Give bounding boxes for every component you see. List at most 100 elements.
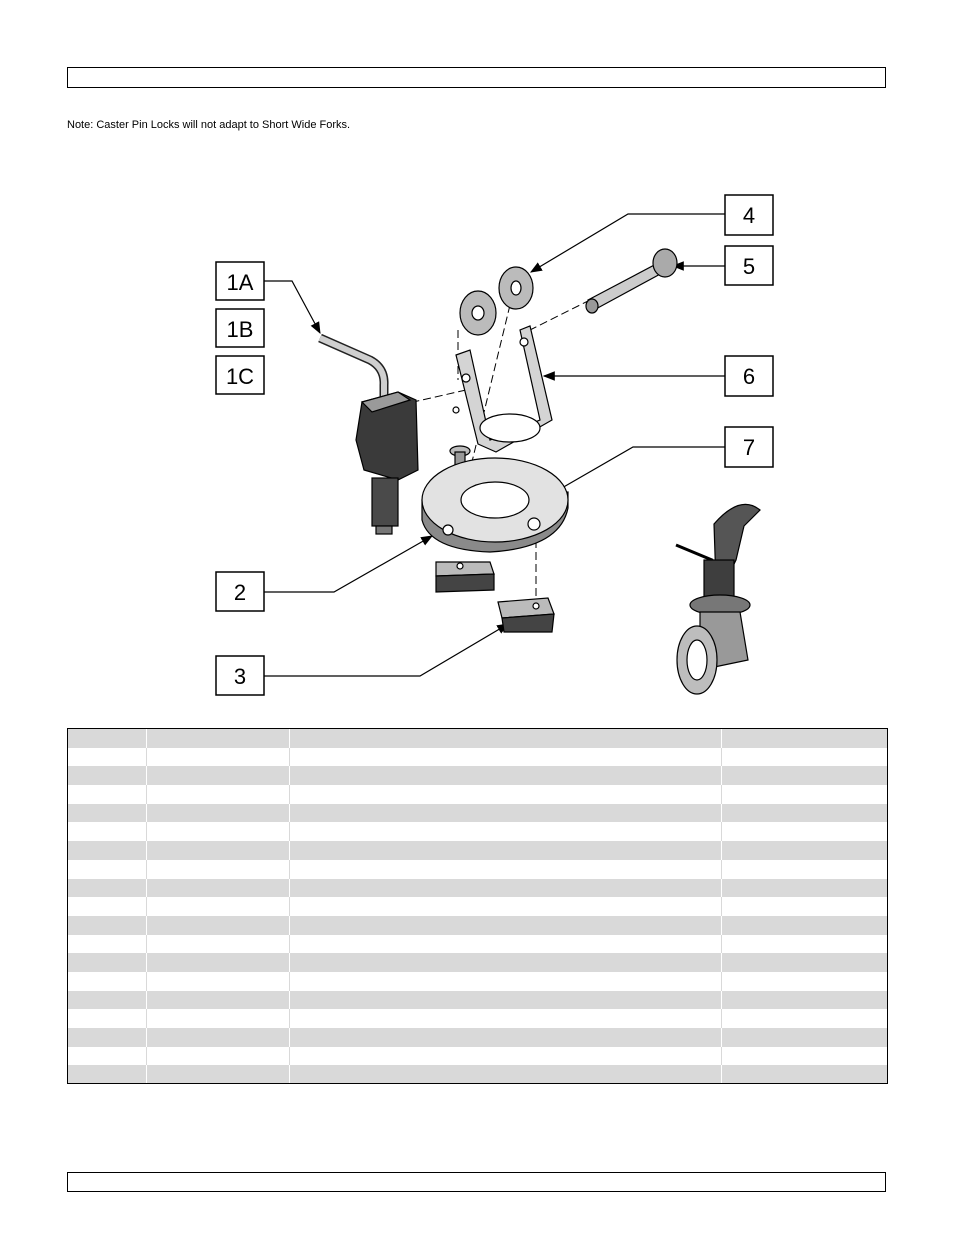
table-cell bbox=[68, 953, 146, 972]
table-row bbox=[68, 729, 887, 748]
table-cell bbox=[145, 785, 289, 804]
callout-1B: 1B bbox=[215, 308, 265, 348]
table-row bbox=[68, 747, 887, 767]
table-cell bbox=[68, 915, 146, 935]
table-cell bbox=[720, 897, 887, 916]
table-cell bbox=[68, 878, 146, 898]
assembled-caster-illustration bbox=[675, 503, 761, 695]
table-cell bbox=[288, 841, 721, 860]
table-cell bbox=[288, 785, 721, 804]
callout-label: 3 bbox=[234, 664, 246, 689]
table-row bbox=[68, 803, 887, 823]
callout-label: 1C bbox=[226, 364, 254, 389]
table-cell bbox=[288, 934, 721, 954]
mounting-bracket-part bbox=[452, 325, 553, 453]
table-cell bbox=[288, 729, 721, 748]
table-cell bbox=[145, 822, 289, 842]
table-cell bbox=[288, 1009, 721, 1028]
table-cell bbox=[68, 841, 146, 860]
table-row bbox=[68, 859, 887, 879]
table-row bbox=[68, 915, 887, 935]
table-cell bbox=[145, 934, 289, 954]
callout-label: 4 bbox=[743, 203, 755, 228]
callout-label: 5 bbox=[743, 254, 755, 279]
table-cell bbox=[145, 841, 289, 860]
table-cell bbox=[145, 747, 289, 767]
table-cell bbox=[68, 747, 146, 767]
table-cell bbox=[288, 1028, 721, 1047]
table-cell bbox=[145, 1009, 289, 1028]
table-cell bbox=[288, 878, 721, 898]
table-cell bbox=[720, 747, 887, 767]
table-cell bbox=[288, 859, 721, 879]
callout-1A: 1A bbox=[215, 261, 265, 301]
table-cell bbox=[145, 971, 289, 991]
table-cell bbox=[288, 953, 721, 972]
table-row bbox=[68, 1065, 887, 1083]
table-cell bbox=[68, 1028, 146, 1047]
washers-part bbox=[459, 266, 534, 336]
table-cell bbox=[145, 953, 289, 972]
table-cell bbox=[145, 1028, 289, 1047]
table-cell bbox=[720, 953, 887, 972]
callout-label: 6 bbox=[743, 364, 755, 389]
table-cell bbox=[288, 971, 721, 991]
table-row bbox=[68, 953, 887, 972]
page-header-bar bbox=[67, 67, 886, 88]
callout-4: 4 bbox=[724, 194, 774, 236]
table-cell bbox=[68, 859, 146, 879]
table-cell bbox=[720, 822, 887, 842]
callout-2: 2 bbox=[215, 571, 265, 612]
table-cell bbox=[288, 1046, 721, 1066]
table-cell bbox=[288, 915, 721, 935]
table-cell bbox=[288, 990, 721, 1010]
table-cell bbox=[720, 729, 887, 748]
table-cell bbox=[145, 1065, 289, 1083]
table-row bbox=[68, 990, 887, 1010]
table-cell bbox=[68, 803, 146, 823]
bolt-part bbox=[585, 248, 678, 314]
ring-plate-part bbox=[421, 457, 569, 553]
table-cell bbox=[145, 803, 289, 823]
table-row bbox=[68, 822, 887, 842]
table-row bbox=[68, 971, 887, 991]
table-cell bbox=[720, 1046, 887, 1066]
leader-lines bbox=[264, 213, 725, 677]
table-cell bbox=[288, 747, 721, 767]
table-cell bbox=[68, 785, 146, 804]
table-cell bbox=[68, 990, 146, 1010]
table-cell bbox=[145, 729, 289, 748]
callout-label: 7 bbox=[743, 435, 755, 460]
caster-pin-lock-note: Note: Caster Pin Locks will not adapt to… bbox=[67, 119, 351, 131]
callout-1C: 1C bbox=[215, 355, 265, 395]
table-cell bbox=[720, 1065, 887, 1083]
table-cell bbox=[720, 803, 887, 823]
table-row bbox=[68, 766, 887, 786]
callout-label: 1A bbox=[227, 270, 254, 295]
table-cell bbox=[720, 971, 887, 991]
page-footer-bar bbox=[67, 1172, 886, 1192]
table-cell bbox=[68, 934, 146, 954]
table-cell bbox=[288, 897, 721, 916]
table-cell bbox=[145, 897, 289, 916]
table-row bbox=[68, 897, 887, 916]
table-cell bbox=[145, 878, 289, 898]
table-cell bbox=[288, 1065, 721, 1083]
table-cell bbox=[68, 971, 146, 991]
table-cell bbox=[145, 766, 289, 786]
table-row bbox=[68, 934, 887, 954]
callout-label: 1B bbox=[227, 317, 254, 342]
table-cell bbox=[68, 1009, 146, 1028]
table-cell bbox=[720, 990, 887, 1010]
table-cell bbox=[68, 729, 146, 748]
table-cell bbox=[720, 766, 887, 786]
table-cell bbox=[68, 1046, 146, 1066]
table-cell bbox=[145, 990, 289, 1010]
table-cell bbox=[68, 897, 146, 916]
callout-label: 2 bbox=[234, 580, 246, 605]
table-cell bbox=[720, 1009, 887, 1028]
table-row bbox=[68, 1028, 887, 1047]
table-cell bbox=[68, 822, 146, 842]
table-cell bbox=[720, 785, 887, 804]
callout-7: 7 bbox=[724, 426, 774, 468]
